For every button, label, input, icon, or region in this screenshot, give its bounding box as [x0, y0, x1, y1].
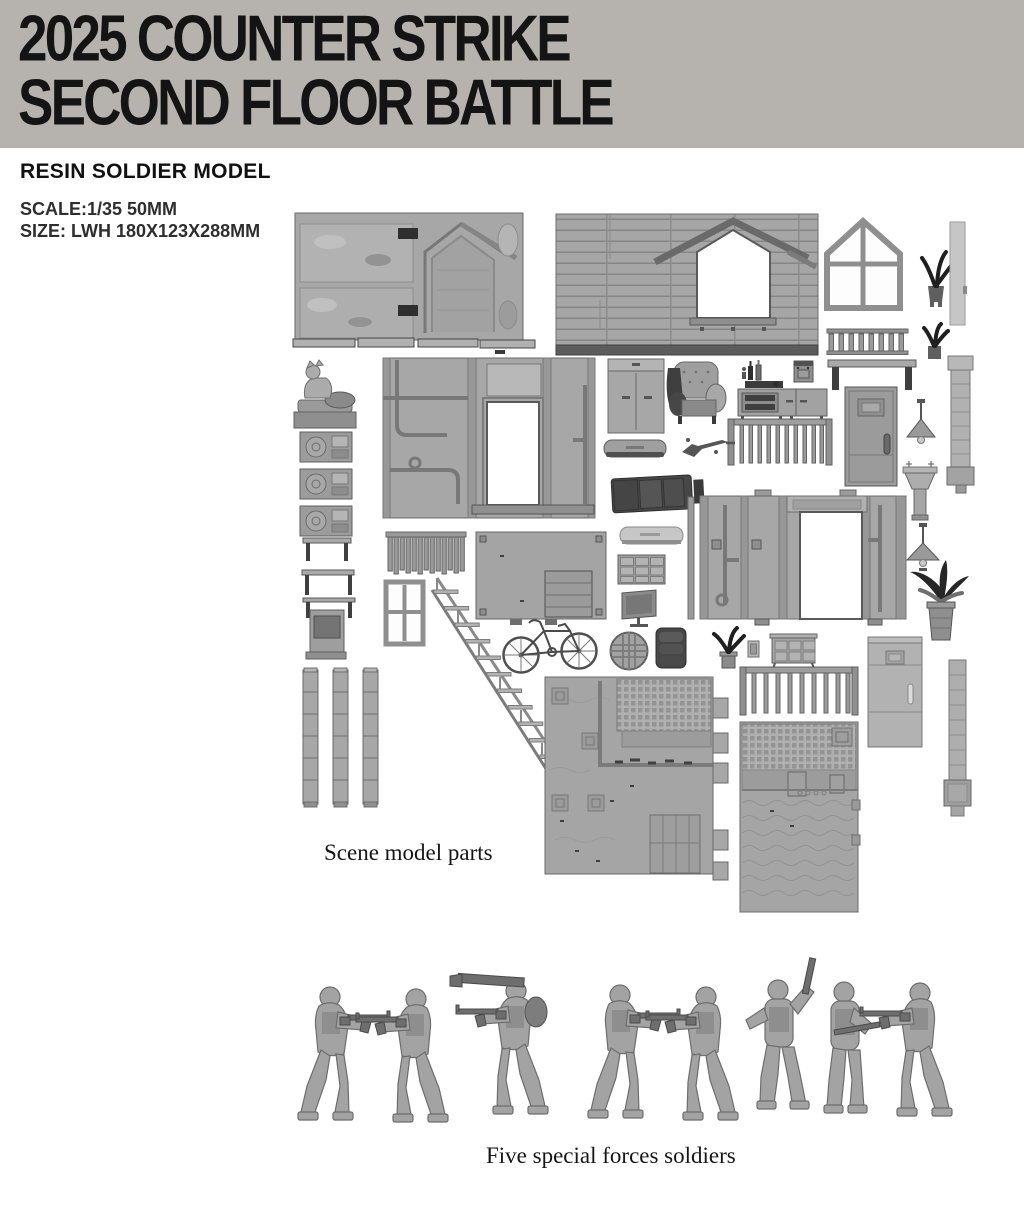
plank-wall-with-dormer-window	[555, 213, 819, 356]
product-heading: RESIN SOLDIER MODEL	[20, 160, 271, 183]
rifle	[682, 438, 735, 457]
air-conditioner-outdoor-unit-1	[299, 431, 353, 463]
cabinet-with-screen	[305, 609, 347, 660]
drawer-chest-six	[769, 633, 818, 673]
air-conditioner-outdoor-unit-2	[299, 468, 353, 500]
pipe-wall-with-window	[382, 357, 596, 519]
pendant-lamp-1	[905, 399, 937, 444]
soldier-figure-4	[587, 984, 681, 1119]
tv-cabinet	[737, 381, 828, 422]
side-table-1	[302, 537, 352, 561]
pedestal-sink	[902, 461, 938, 521]
gable-window-frame	[824, 216, 903, 311]
block-pillar-3	[362, 667, 379, 808]
floor-panel-large	[544, 676, 729, 881]
block-pillar-1	[302, 667, 319, 808]
rattan-stool	[609, 631, 649, 671]
soldier-figure-3	[450, 973, 548, 1114]
balcony-railing	[739, 666, 859, 716]
drawer-chest-nine	[617, 554, 666, 585]
potted-plant-small-3	[712, 626, 746, 669]
tv-monitor	[621, 589, 657, 627]
soldier-figure-7	[823, 981, 881, 1114]
thin-wall-strip	[687, 496, 695, 620]
stair-railing	[727, 418, 833, 466]
potted-plant-large	[910, 560, 969, 641]
product-info: RESIN SOLDIER MODEL SCALE:1/35 50MM SIZE…	[20, 160, 271, 243]
air-conditioner-indoor-unit-1	[603, 439, 667, 458]
soldier-figure-8	[859, 982, 953, 1117]
dark-sofa	[655, 627, 687, 669]
page-title: 2025 COUNTER STRIKE SECOND FLOOR BATTLE	[18, 2, 615, 139]
side-table-2	[301, 569, 355, 595]
soldier-figure-2	[355, 988, 449, 1123]
soldier-figure-5	[645, 986, 739, 1121]
cat-statue-on-sandbags	[293, 359, 357, 429]
pipe-wall-with-doorway	[699, 489, 907, 626]
floor-panel-brick	[739, 721, 861, 913]
refrigerator	[867, 636, 923, 748]
window-frame	[383, 579, 426, 647]
plank-fence	[385, 531, 467, 575]
chimney-column-1	[946, 355, 975, 494]
armchair	[666, 361, 727, 424]
header-band: 2025 COUNTER STRIKE SECOND FLOOR BATTLE	[0, 0, 1024, 148]
pendant-lamp-2	[905, 523, 941, 571]
air-conditioner-indoor-unit-2	[619, 526, 684, 545]
dark-sofa-set	[610, 474, 705, 514]
picket-fence	[826, 328, 909, 355]
soldier-figure-1	[297, 986, 391, 1121]
air-conditioner-outdoor-unit-3	[299, 505, 353, 537]
potted-plant-small-2	[922, 322, 950, 359]
wall-strip	[949, 221, 967, 326]
soldiers-caption: Five special forces soldiers	[486, 1143, 736, 1168]
stove	[793, 360, 814, 383]
picture-frame	[747, 640, 760, 658]
title-line-1: 2025 COUNTER STRIKE	[18, 2, 572, 76]
table	[827, 359, 917, 390]
potted-plant-small	[920, 250, 956, 307]
scale-line: SCALE:1/35 50MM	[20, 199, 178, 219]
ruined-wall-with-gable-window	[292, 212, 536, 354]
soldier-figure-6	[745, 957, 817, 1110]
wardrobe-cabinet	[607, 358, 665, 434]
bicycle	[502, 619, 598, 674]
side-table-3	[302, 597, 356, 618]
bottles	[742, 360, 762, 381]
floor-panel-with-hatch	[475, 531, 607, 625]
scene-parts-caption: Scene model parts	[324, 840, 493, 865]
title-line-2: SECOND FLOOR BATTLE	[18, 65, 615, 139]
size-line: SIZE: LWH 180X123X288MM	[20, 220, 261, 241]
locker-door	[844, 386, 898, 487]
block-pillar-2	[332, 667, 349, 808]
chimney-column-2	[943, 659, 972, 817]
